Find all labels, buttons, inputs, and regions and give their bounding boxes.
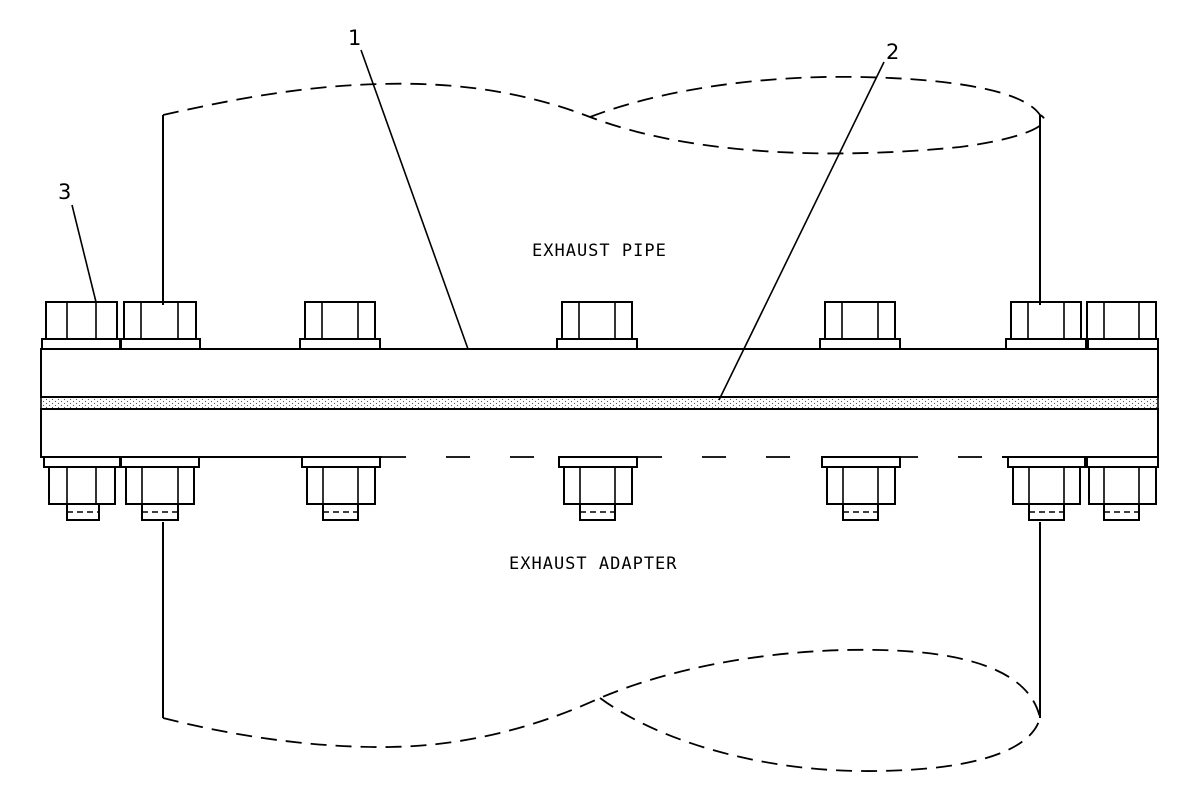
exhaust-pipe-label: EXHAUST PIPE: [532, 241, 667, 261]
leader-2: [718, 61, 885, 401]
lower-flange-hidden-line: [382, 452, 1002, 462]
nut: [821, 456, 901, 521]
nut: [1007, 456, 1086, 521]
nut: [301, 456, 381, 521]
leader-lines: [71, 49, 885, 401]
bolt-head: [299, 301, 381, 350]
exhaust-adapter-outline: [162, 522, 1041, 772]
callout-2: 2: [886, 40, 899, 64]
nut: [558, 456, 638, 521]
leader-1: [360, 49, 469, 350]
nut: [43, 456, 121, 521]
nut: [120, 456, 200, 521]
top-bolt-heads: [41, 301, 1159, 350]
lower-flange: [40, 408, 1159, 458]
callout-1: 1: [348, 26, 361, 50]
upper-flange: [40, 348, 1159, 398]
callout-3: 3: [58, 180, 71, 204]
exhaust-pipe-outline: [162, 75, 1046, 305]
bolt-head: [819, 301, 901, 350]
bolt-head: [556, 301, 638, 350]
bolt-head: [1086, 301, 1159, 350]
bottom-nuts: [43, 456, 1159, 521]
nut: [1086, 456, 1159, 521]
bolt-head: [1005, 301, 1087, 350]
leader-3: [71, 204, 97, 303]
exhaust-adapter-label: EXHAUST ADAPTER: [509, 554, 678, 574]
gasket: [40, 396, 1159, 410]
bolt-head: [41, 301, 122, 350]
bolt-head: [119, 301, 201, 350]
